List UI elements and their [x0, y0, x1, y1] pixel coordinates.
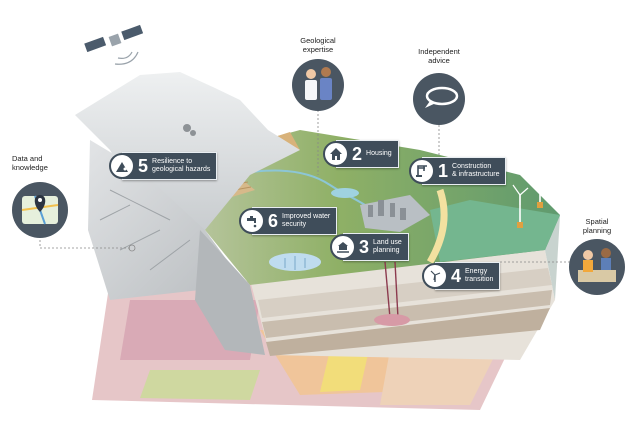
badge-text: Construction & infrastructure: [452, 163, 500, 178]
badge-number: 6: [268, 211, 279, 231]
badge-number: 3: [359, 237, 370, 257]
house-icon: [323, 141, 349, 167]
callout-spatial-planning: [569, 239, 625, 295]
label-independent-advice: Independent advice: [418, 47, 460, 65]
label-geological-expertise: Geological expertise: [300, 36, 336, 54]
badge-text: Land use planning: [373, 239, 402, 254]
crane-icon: [409, 158, 435, 184]
badge-text: Resilience to geological hazards: [152, 158, 211, 173]
land-use-icon: [330, 234, 356, 260]
callout-data-and-knowledge: [12, 182, 68, 238]
callout-geological-expertise: [292, 59, 344, 111]
water-tap-icon: [239, 208, 265, 234]
label-data-and-knowledge: Data and knowledge: [12, 154, 48, 172]
badge-text: Energy transition: [465, 268, 494, 283]
badge-number: 2: [352, 144, 363, 164]
callout-independent-advice: [413, 73, 465, 125]
badge-resilience-geological-hazards: 5 Resilience to geological hazards: [109, 152, 218, 180]
badge-land-use-planning: 3 Land use planning: [330, 233, 409, 261]
wind-turbine-icon: [422, 263, 448, 289]
badge-construction-infrastructure: 1 Construction & infrastructure: [409, 157, 507, 185]
badge-housing: 2 Housing: [323, 140, 399, 168]
wind-turbines: [512, 167, 549, 228]
badge-improved-water-security: 6 Improved water security: [239, 207, 338, 235]
badge-energy-transition: 4 Energy transition: [422, 262, 501, 290]
badge-text: Housing: [366, 150, 392, 157]
aquifer: [269, 253, 410, 326]
label-spatial-planning: Spatial planning: [582, 217, 612, 235]
satellite-icon: [84, 24, 144, 65]
badge-text: Improved water security: [282, 213, 331, 228]
badge-number: 5: [138, 156, 149, 176]
landslide-icon: [109, 153, 135, 179]
badge-number: 1: [438, 161, 449, 181]
badge-number: 4: [451, 266, 462, 286]
